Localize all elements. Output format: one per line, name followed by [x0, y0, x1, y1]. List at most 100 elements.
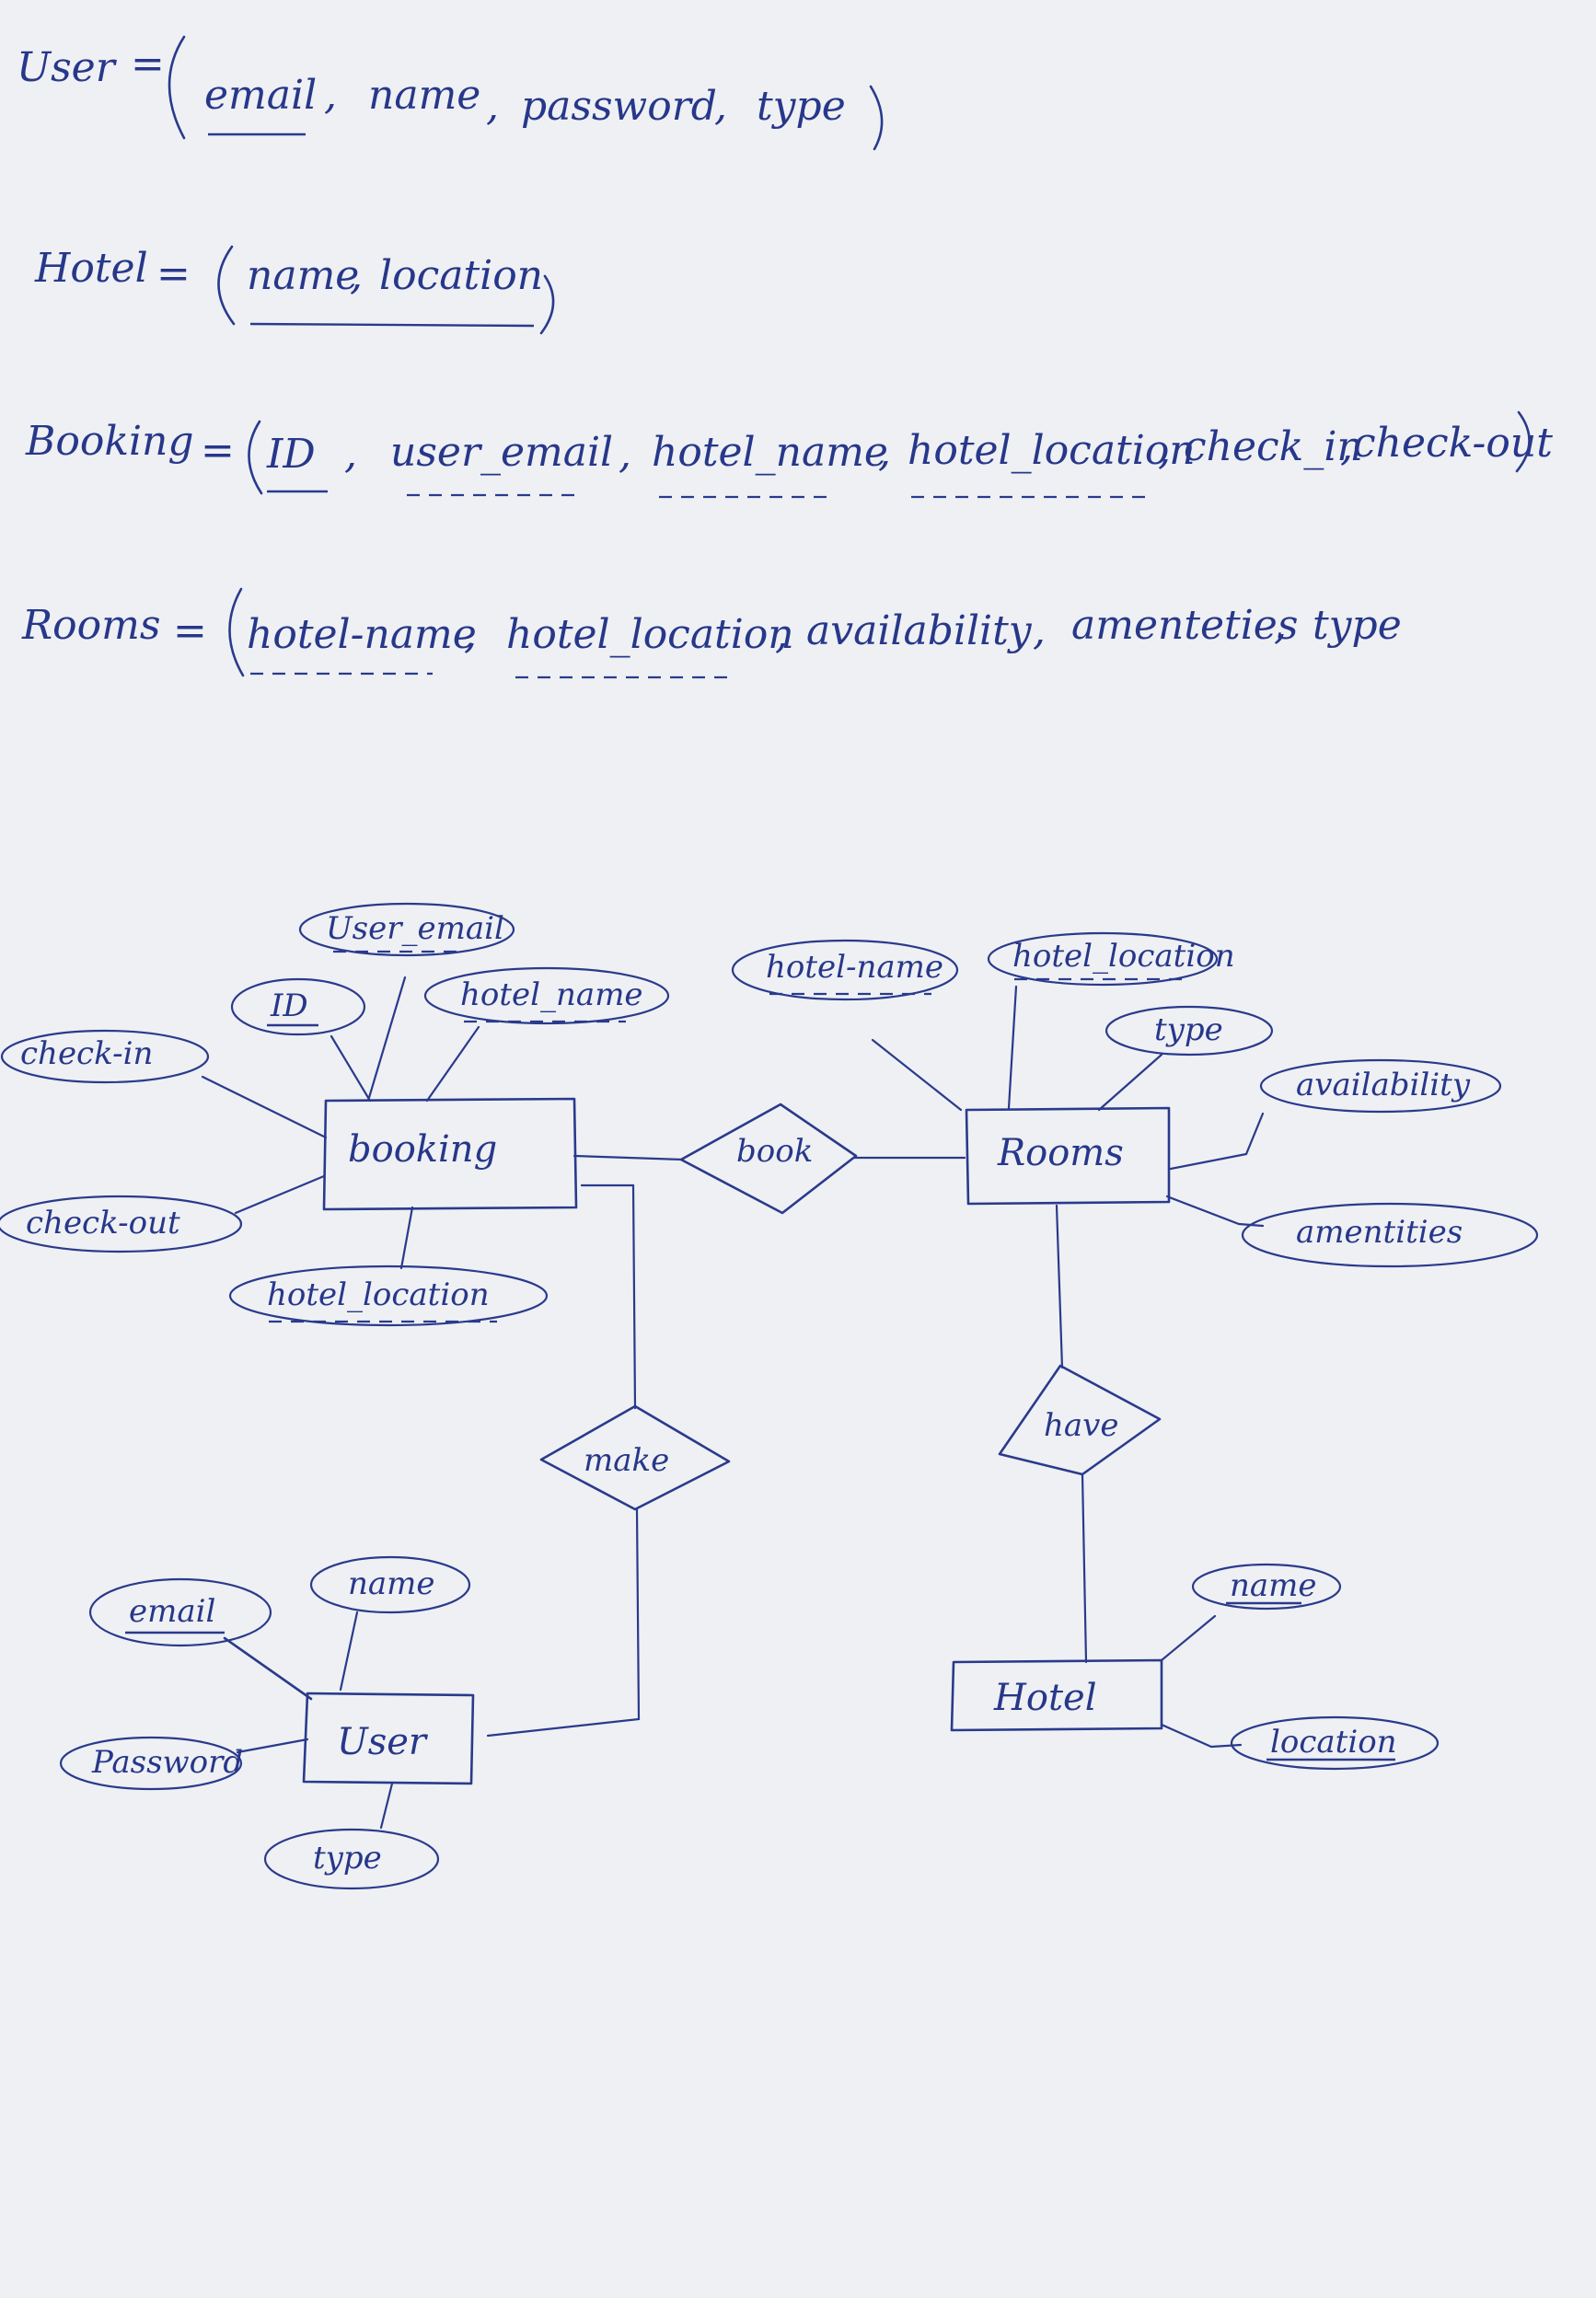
schema-user-open-paren — [168, 35, 186, 140]
attr-type-r: type — [1104, 1005, 1274, 1057]
schema-hotel-attr-location: location — [379, 252, 543, 299]
attr-location: location — [1230, 1715, 1440, 1771]
attr-email-label: email — [129, 1593, 215, 1630]
schema-booking-attr-user-email: user_email — [390, 429, 613, 476]
schema-booking-sep: , — [1340, 423, 1353, 470]
schema-hotel-name: Hotel — [34, 245, 148, 292]
schema-rooms-sep: , — [1274, 602, 1287, 649]
connector-user-email — [366, 976, 407, 1103]
relationship-make-label: make — [584, 1442, 669, 1479]
attr-user-email: User_email — [298, 902, 515, 957]
entity-user: User — [302, 1692, 475, 1785]
schema-hotel-open-paren — [217, 245, 236, 326]
connector-name-h — [1160, 1614, 1217, 1662]
schema-booking-sep: , — [878, 429, 891, 476]
connector-location — [1160, 1723, 1243, 1749]
connector-check-in — [201, 1075, 328, 1139]
schema-hotel-eq: = — [156, 250, 191, 297]
connector-type-r — [1097, 1053, 1163, 1112]
relationship-book-label: book — [736, 1133, 813, 1170]
schema-booking-attr-hotel-name: hotel_name — [652, 429, 888, 476]
connector-id — [330, 1034, 372, 1103]
schema-booking-close-paren — [1515, 410, 1531, 473]
attr-email: email — [88, 1577, 272, 1647]
attr-availability: availability — [1259, 1058, 1502, 1114]
schema-user-sep: , — [324, 72, 337, 119]
schema-user-attr-email: email — [204, 72, 317, 119]
relationship-book: book — [679, 1103, 858, 1215]
attr-password: Password — [59, 1736, 243, 1791]
attr-hotel-location-r-label: hotel_location — [1012, 938, 1235, 975]
attr-name-u: name — [309, 1555, 471, 1614]
schema-booking-attr-id: ID — [266, 431, 316, 478]
entity-booking: booking — [322, 1097, 578, 1211]
schema-rooms-sep: , — [775, 611, 788, 658]
entity-rooms: Rooms — [965, 1106, 1171, 1206]
attr-name-h-label: name — [1230, 1567, 1317, 1604]
schema-booking-sep: , — [619, 431, 631, 478]
attr-amentities-label: amentities — [1296, 1214, 1463, 1251]
schema-booking-attr-hotel-location: hotel_location — [908, 427, 1196, 474]
schema-rooms-open-paren — [228, 587, 245, 677]
attr-availability-label: availability — [1296, 1067, 1471, 1103]
attr-check-out: check-out — [0, 1195, 243, 1253]
schema-user-attr-name: name — [368, 72, 480, 119]
connector-rooms-have — [1055, 1204, 1064, 1369]
schema-booking-name: Booking — [25, 418, 194, 465]
attr-location-label: location — [1270, 1724, 1397, 1761]
connector-availability — [1169, 1112, 1265, 1171]
attr-hotel-name-r: hotel-name — [731, 939, 959, 1001]
schema-hotel-key-underline — [249, 322, 535, 328]
attr-user-email-label: User_email — [326, 910, 504, 947]
connector-hotel-name-b — [425, 1025, 480, 1103]
connector-have-hotel — [1081, 1472, 1088, 1664]
relationship-have: have — [998, 1364, 1162, 1476]
connector-amentities — [1165, 1195, 1265, 1228]
connector-email — [223, 1636, 313, 1701]
schema-user-name: User — [17, 44, 118, 91]
attr-hotel-location-b-label: hotel_location — [267, 1276, 490, 1313]
attr-check-out-label: check-out — [26, 1205, 180, 1241]
schema-user-sep: , — [486, 83, 499, 130]
attr-name-h: name — [1191, 1563, 1342, 1611]
attr-hotel-name-b-label: hotel_name — [460, 976, 643, 1013]
schema-rooms-sep: , — [464, 611, 477, 658]
schema-booking-attr-check-out: check-out — [1353, 420, 1553, 467]
schema-rooms-attr-availability: availability — [806, 607, 1033, 654]
connector-make-user — [486, 1507, 641, 1738]
schema-hotel-sep: , — [350, 252, 363, 299]
schema-user-attr-password: password — [521, 83, 717, 130]
schema-rooms-eq: = — [173, 607, 207, 654]
attr-id: ID — [230, 977, 366, 1036]
attr-hotel-location-b: hotel_location — [228, 1264, 549, 1327]
entity-rooms-label: Rooms — [997, 1132, 1124, 1174]
attr-type-u-label: type — [313, 1840, 382, 1877]
attr-amentities: amentities — [1241, 1202, 1539, 1268]
schema-user-sep: , — [714, 83, 727, 130]
entity-hotel: Hotel — [950, 1658, 1163, 1732]
schema-booking-eq: = — [201, 427, 235, 474]
connector-booking-book — [572, 1154, 685, 1161]
schema-booking-sep: , — [1158, 427, 1171, 474]
connector-booking-make — [580, 1184, 637, 1410]
schema-hotel-close-paren — [539, 274, 555, 335]
schema-booking-attr-check-in: check_in — [1184, 423, 1363, 470]
relationship-make: make — [539, 1404, 731, 1511]
schema-user-close-paren — [869, 85, 884, 151]
schema-user-attr-type: type — [757, 83, 846, 130]
schema-booking-sep: , — [344, 431, 357, 478]
relationship-have-label: have — [1044, 1407, 1119, 1444]
connector-check-out — [234, 1174, 326, 1215]
entity-hotel-label: Hotel — [993, 1677, 1097, 1719]
attr-check-in-label: check-in — [20, 1035, 153, 1072]
schema-hotel-attr-name: name — [247, 252, 359, 299]
entity-user-label: User — [337, 1721, 429, 1763]
connector-hotel-location-r — [1007, 985, 1018, 1110]
schema-booking-open-paren — [248, 420, 263, 495]
attr-hotel-name-r-label: hotel-name — [766, 949, 943, 986]
connector-password — [236, 1738, 309, 1754]
schema-rooms-attr-amenteties: amenteties — [1071, 602, 1298, 649]
attr-type-u: type — [263, 1828, 440, 1890]
attr-password-label: Password — [91, 1744, 243, 1781]
